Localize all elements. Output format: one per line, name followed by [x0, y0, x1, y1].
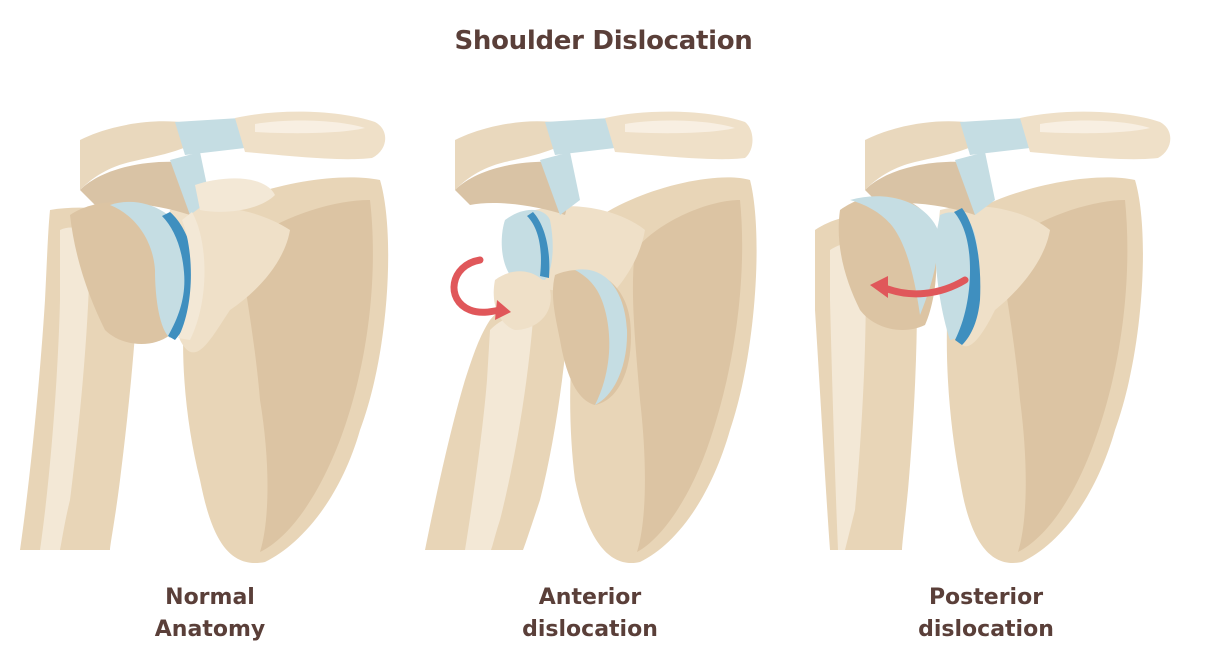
scapula-shadow: [632, 200, 743, 552]
normal-shoulder-illustration: [20, 111, 389, 564]
diagram-title: Shoulder Dislocation: [454, 26, 753, 56]
greater-tuberosity: [493, 271, 551, 330]
humerus-highlight: [465, 314, 533, 550]
acromion: [865, 121, 995, 190]
clavicle-highlight: [1040, 120, 1150, 134]
panel-normal-anatomy: [10, 100, 410, 570]
panel-anterior-dislocation: [415, 100, 815, 570]
acromion: [80, 121, 210, 190]
caption-line: dislocation: [522, 617, 658, 642]
caption-line: Anatomy: [154, 617, 266, 642]
humerus-highlight: [830, 243, 866, 550]
caption-normal-anatomy: Normal Anatomy: [60, 582, 360, 646]
dislocation-arrowhead: [495, 300, 511, 320]
clavicle-highlight: [625, 120, 735, 134]
ligament-upper: [175, 118, 245, 155]
acromion-underside: [80, 161, 192, 215]
articular-cartilage-displaced: [850, 196, 939, 315]
caption-line: Anterior: [538, 585, 642, 610]
caption-posterior-dislocation: Posterior dislocation: [836, 582, 1136, 646]
clavicle: [235, 111, 386, 160]
dislocation-arrowhead: [870, 276, 888, 298]
acromion-underside: [455, 161, 567, 215]
coracoid: [195, 178, 275, 212]
caption-line: Normal: [165, 585, 255, 610]
clavicle: [605, 111, 753, 160]
dislocation-arrow: [450, 256, 504, 316]
panel-posterior-dislocation: [790, 100, 1190, 570]
acromion: [455, 121, 580, 190]
glenoid-labrum: [527, 212, 550, 278]
scapula-shadow: [1000, 200, 1128, 552]
ligament-lower: [540, 152, 580, 215]
clavicle: [1020, 111, 1171, 160]
caption-anterior-dislocation: Anterior dislocation: [440, 582, 740, 646]
glenoid-face: [178, 212, 205, 340]
ligament-lower: [955, 152, 995, 215]
glenoid-labrum: [162, 212, 196, 340]
articular-cartilage: [110, 201, 191, 338]
posterior-shoulder-illustration: [815, 111, 1171, 564]
ligament-upper: [545, 118, 615, 155]
glenoid-labrum: [954, 208, 981, 345]
clavicle-highlight: [255, 120, 365, 134]
humerus-highlight: [40, 227, 90, 550]
ligament-upper: [960, 118, 1030, 155]
dislocation-arrow: [881, 276, 969, 298]
scapula-shadow: [240, 200, 373, 552]
caption-line: Posterior: [928, 585, 1044, 610]
anterior-shoulder-illustration: [425, 111, 757, 564]
articular-cartilage-displaced: [575, 269, 628, 405]
caption-line: dislocation: [918, 617, 1054, 642]
